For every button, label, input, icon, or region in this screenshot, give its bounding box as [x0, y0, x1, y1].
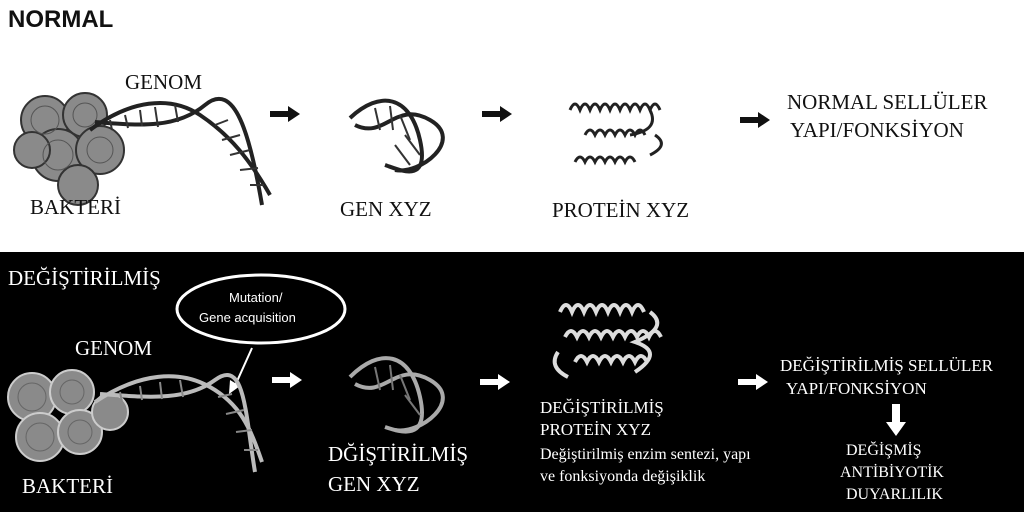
modified-protein-line1: DEĞİŞTİRİLMİŞ	[540, 398, 664, 417]
modified-bacteria-label: BAKTERİ	[22, 474, 113, 498]
modified-bacteria-cluster-icon	[7, 369, 129, 462]
outcome-line2: ANTİBİYOTİK	[840, 464, 944, 481]
modified-gene-line1: DĞİŞTİRİLMİŞ	[328, 442, 468, 466]
modified-protein-line2: PROTEİN XYZ	[540, 420, 651, 439]
modified-gene-line2: GEN XYZ	[328, 472, 420, 496]
normal-result-line1: NORMAL SELLÜLER	[787, 90, 988, 114]
normal-arrow-3-icon	[740, 112, 770, 128]
normal-result-line2: YAPI/FONKSİYON	[790, 118, 964, 142]
normal-genome-label: GENOM	[125, 70, 202, 94]
modified-genome-label: GENOM	[75, 336, 152, 360]
normal-protein-icon	[568, 102, 663, 166]
mutation-bubble-line2: Gene acquisition	[199, 310, 296, 325]
outcome-line3: DUYARLILIK	[846, 486, 943, 503]
modified-result-line1: DEĞİŞTİRİLMİŞ SELLÜLER	[780, 356, 993, 375]
modified-down-arrow-icon	[886, 404, 906, 436]
normal-bacteria-label: BAKTERİ	[30, 195, 121, 219]
modified-panel: DEĞİŞTİRİLMİŞ Mutation/ Gene acquisition…	[0, 252, 1024, 512]
modified-gene-dna-icon	[348, 356, 445, 434]
modified-arrow-2-icon	[480, 374, 510, 390]
normal-arrow-1-icon	[270, 106, 300, 122]
normal-bacteria-cluster-icon	[13, 92, 125, 206]
modified-section-title: DEĞİŞTİRİLMİŞ	[8, 266, 161, 290]
normal-genome-dna-icon	[88, 96, 272, 206]
normal-panel: NORMAL GENOM	[0, 0, 1024, 252]
normal-gene-label: GEN XYZ	[340, 197, 432, 221]
modified-protein-desc-line1: Değiştirilmiş enzim sentezi, yapı	[540, 446, 751, 463]
mutation-bubble-icon	[175, 273, 347, 345]
modified-arrow-3-icon	[738, 374, 768, 390]
modified-arrow-1-icon	[272, 372, 302, 388]
normal-protein-label: PROTEİN XYZ	[552, 198, 690, 222]
outcome-line1: DEĞİŞMİŞ	[846, 442, 922, 459]
modified-protein-desc-line2: ve fonksiyonda değişiklik	[540, 468, 706, 485]
normal-gene-dna-icon	[348, 98, 445, 174]
normal-section-title: NORMAL	[8, 6, 114, 33]
normal-arrow-2-icon	[482, 106, 512, 122]
modified-protein-icon	[552, 303, 663, 379]
modified-genome-dna-icon	[93, 373, 264, 473]
mutation-bubble-line1: Mutation/	[229, 290, 283, 305]
modified-result-line2: YAPI/FONKSİYON	[786, 379, 927, 398]
